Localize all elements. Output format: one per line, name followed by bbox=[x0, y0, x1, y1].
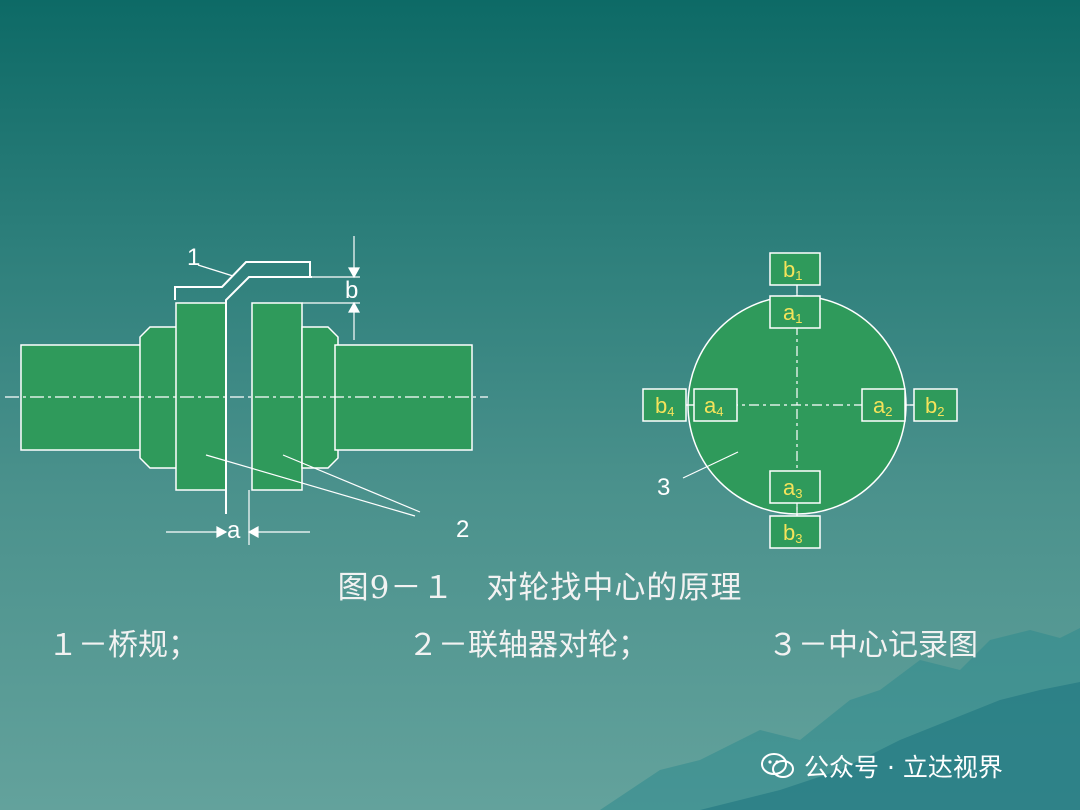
dimension-b-label: b bbox=[345, 277, 358, 304]
value-a4: a4 bbox=[704, 393, 723, 419]
box-b4 bbox=[642, 388, 687, 422]
box-b1 bbox=[769, 252, 821, 286]
dimension-a bbox=[166, 490, 310, 545]
label-record-chart: 3 bbox=[657, 474, 670, 501]
right-hub bbox=[301, 326, 339, 469]
wechat-icon bbox=[761, 753, 794, 778]
center-record-chart: b1 a1 b4 a4 a2 b2 a3 b3 3 bbox=[642, 252, 958, 549]
value-b2: b2 bbox=[925, 393, 944, 419]
figure-caption: 图9－１ 对轮找中心的原理 bbox=[337, 570, 743, 606]
bridge-gauge bbox=[174, 261, 312, 514]
value-b1: b1 bbox=[783, 257, 802, 283]
watermark-text: 公众号 · 立达视界 bbox=[804, 753, 1003, 782]
mountain-foreground bbox=[700, 682, 1080, 810]
value-a2: a2 bbox=[873, 393, 892, 419]
box-a2 bbox=[861, 388, 906, 422]
legend-item-coupling: ２－联轴器对轮； bbox=[408, 628, 648, 663]
value-b3: b3 bbox=[783, 520, 802, 546]
box-a3 bbox=[769, 470, 821, 504]
watermark: 公众号 · 立达视界 bbox=[760, 748, 1003, 784]
label-coupling: 2 bbox=[456, 516, 469, 543]
box-a1 bbox=[769, 295, 821, 329]
legend-item-record-chart: ３－中心记录图 bbox=[768, 628, 978, 663]
legend-item-bridge-gauge: １－桥规； bbox=[48, 628, 198, 663]
value-b4: b4 bbox=[655, 393, 674, 419]
value-a1: a1 bbox=[783, 300, 802, 326]
value-a3: a3 bbox=[783, 475, 802, 501]
dimension-a-label: a bbox=[227, 517, 241, 544]
box-b2 bbox=[913, 388, 958, 422]
dimension-b bbox=[302, 236, 361, 340]
label-bridge-gauge: 1 bbox=[187, 244, 200, 271]
box-a4 bbox=[693, 388, 738, 422]
box-b3 bbox=[769, 515, 821, 549]
